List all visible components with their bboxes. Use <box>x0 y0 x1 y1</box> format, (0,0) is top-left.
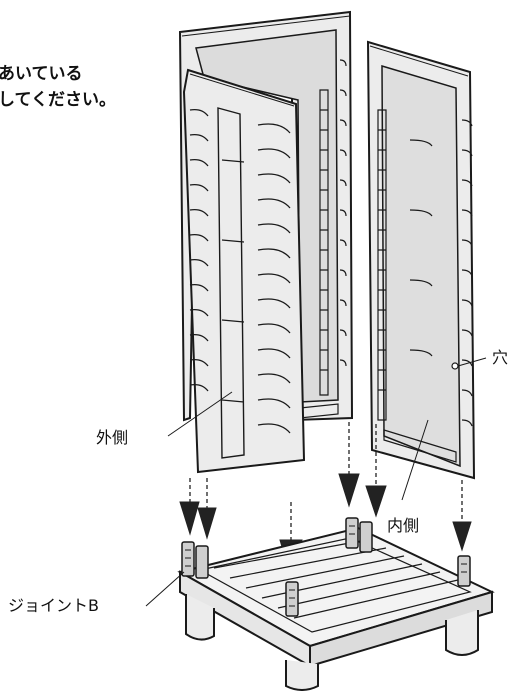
base-slats <box>198 537 472 633</box>
right-panel-ribs <box>377 109 473 463</box>
front-panel-left-ribs <box>189 108 291 434</box>
label-hole: 穴 <box>492 348 509 367</box>
label-outer-side: 外側 <box>96 428 129 447</box>
back-panel-left <box>178 10 354 422</box>
leader-lines <box>145 357 487 607</box>
instruction-line-2: してください。 <box>0 90 116 110</box>
instruction-line-1: あいている <box>0 64 83 84</box>
hole-marker <box>451 362 459 370</box>
front-panel-left <box>182 68 306 474</box>
label-joint-b: ジョイントB <box>8 596 99 615</box>
right-panel <box>366 40 476 480</box>
back-panel-left-ribs <box>299 59 347 419</box>
base-unit <box>177 517 495 691</box>
drop-arrows <box>189 422 463 546</box>
label-inner-side: 内側 <box>387 516 420 535</box>
